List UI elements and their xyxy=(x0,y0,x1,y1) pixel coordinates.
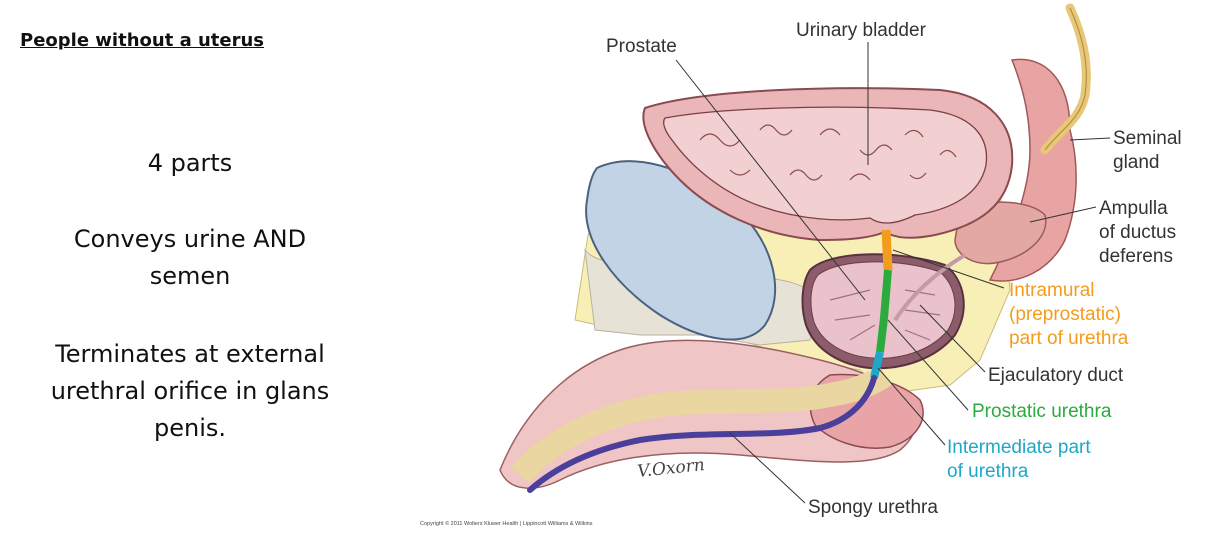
label-ampulla-line3: deferens xyxy=(1099,246,1173,267)
label-prostatic-urethra: Prostatic urethra xyxy=(972,401,1112,422)
label-ejaculatory-duct: Ejaculatory duct xyxy=(988,365,1124,386)
label-intramural-line2: (preprostatic) xyxy=(1009,304,1121,325)
point-line: semen xyxy=(149,262,231,290)
leader-ejaculatory xyxy=(919,304,986,373)
label-ampulla-line1: Ampulla xyxy=(1099,198,1168,219)
point-line: Conveys urine AND xyxy=(73,225,307,253)
leader-prostatic xyxy=(887,319,969,411)
leader-prostate xyxy=(675,59,866,301)
point-conveys: Conveys urine AND semen xyxy=(20,221,360,295)
label-seminal-gland-line2: gland xyxy=(1113,152,1160,173)
leader-ampulla xyxy=(1029,206,1097,223)
leader-lines xyxy=(675,42,1111,504)
bladder-mucosa xyxy=(663,106,988,224)
point-line: 4 parts xyxy=(147,149,233,177)
leader-spongy xyxy=(729,432,806,504)
label-spongy-urethra: Spongy urethra xyxy=(808,497,938,518)
label-intermediate-line2: of urethra xyxy=(947,461,1029,482)
point-terminates: Terminates at external urethral orifice … xyxy=(20,336,360,447)
intramural-urethra xyxy=(881,229,893,271)
corpus-spongiosum xyxy=(510,365,892,484)
point-line: urethral orifice in glans xyxy=(50,377,330,405)
prostate-lobules xyxy=(829,289,941,341)
label-ampulla-line2: of ductus xyxy=(1099,222,1176,243)
bladder-folds xyxy=(699,124,957,181)
page-heading: People without a uterus xyxy=(20,30,265,51)
label-seminal-gland-line1: Seminal xyxy=(1113,128,1182,149)
spongy-urethra xyxy=(527,375,877,493)
prostatic-urethra xyxy=(876,269,892,353)
artist-signature: V.Oxorn xyxy=(636,455,705,482)
intermediate-urethra xyxy=(870,351,884,379)
point-four-parts: 4 parts xyxy=(20,145,360,182)
leader-intramural xyxy=(892,249,1005,289)
point-line: Terminates at external xyxy=(55,340,325,368)
seminal-gland xyxy=(988,58,1077,282)
leader-seminal xyxy=(1069,137,1111,141)
label-intramural-line1: Intramural xyxy=(1009,280,1095,301)
copyright-notice: Copyright © 2011 Wolters Kluwer Health |… xyxy=(420,521,593,527)
leader-intermediate xyxy=(877,367,946,446)
label-prostate: Prostate xyxy=(606,36,677,57)
point-line: penis. xyxy=(153,414,226,442)
label-urinary-bladder: Urinary bladder xyxy=(796,20,927,41)
ejaculatory-duct xyxy=(893,253,967,322)
label-intramural-line3: part of urethra xyxy=(1009,328,1129,349)
label-intermediate-line1: Intermediate part xyxy=(947,437,1091,458)
ductus-deferens-outline xyxy=(1044,7,1087,151)
